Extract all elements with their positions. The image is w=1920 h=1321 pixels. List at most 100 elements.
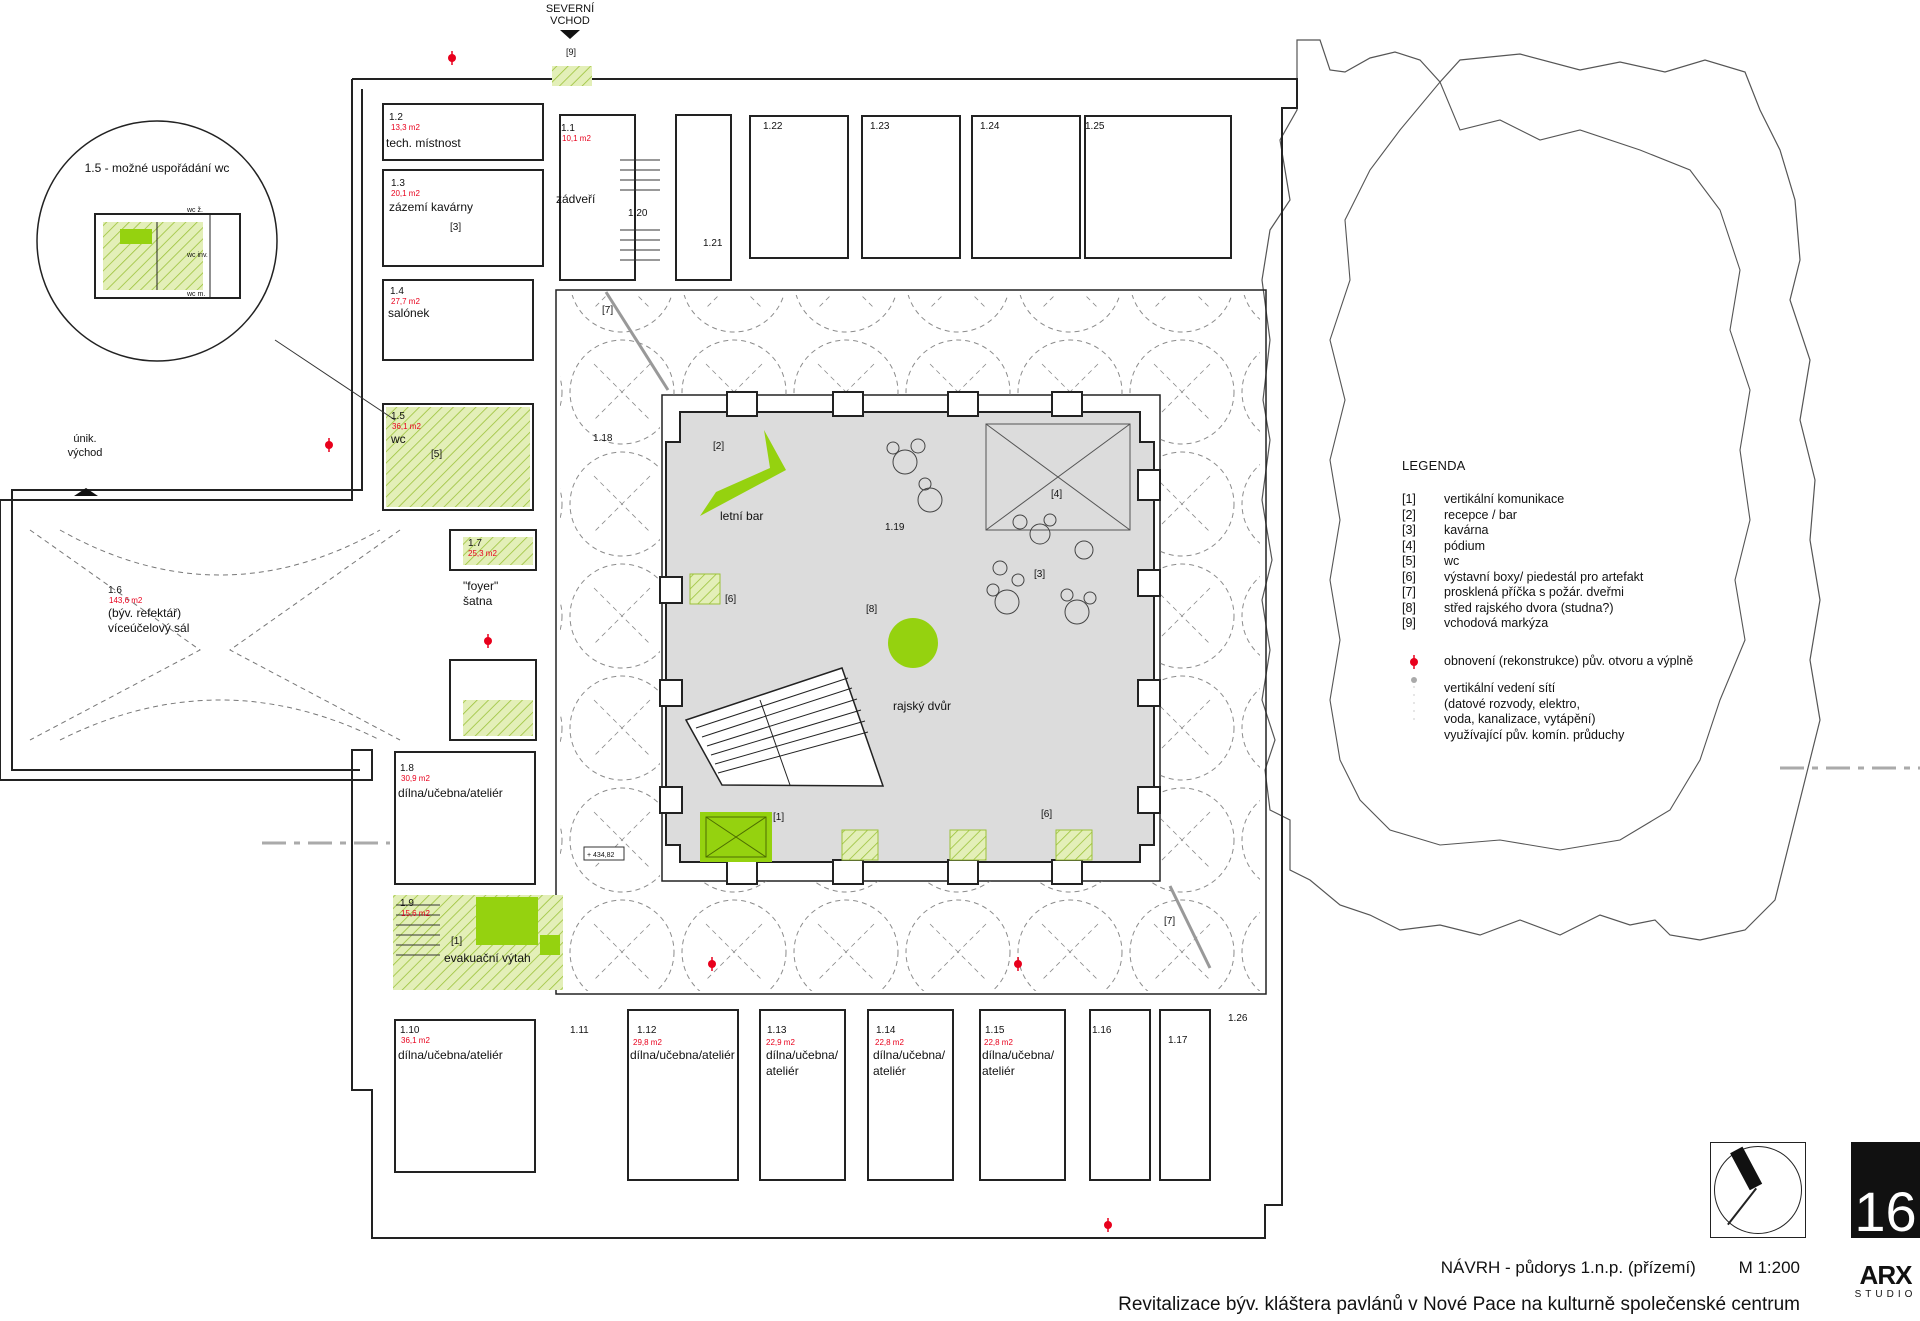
- courtyard-center-well: [888, 618, 938, 668]
- summer-bar: [700, 430, 786, 516]
- exit-arrow: [74, 488, 98, 496]
- room-1-7-name1: "foyer": [463, 579, 498, 593]
- legend-key: [2]: [1402, 507, 1416, 522]
- room-1-6-name1: (býv. refektář): [108, 606, 181, 620]
- legend-text: recepce / bar: [1444, 507, 1517, 522]
- room-1-3-num: 1.3: [391, 178, 405, 189]
- logo-line2: STUDIO: [1854, 1289, 1917, 1300]
- drawing-title-text: NÁVRH - půdorys 1.n.p. (přízemí): [1440, 1258, 1696, 1277]
- room-1-19-num: 1.19: [885, 522, 905, 533]
- room-1-3-ref: [3]: [450, 222, 461, 233]
- room-1-23-num: 1.23: [870, 121, 890, 132]
- legend-text: vertikální komunikace: [1444, 492, 1565, 506]
- room-1-8-name: dílna/učebna/ateliér: [398, 786, 503, 800]
- project-title: Revitalizace býv. kláštera pavlánů v Nov…: [1118, 1294, 1800, 1315]
- room-1-2-num: 1.2: [389, 112, 403, 123]
- lift-ref: [1]: [773, 812, 784, 823]
- legend-vertical-line3: voda, kanalizace, vytápění): [1444, 712, 1596, 726]
- legend-item: [7]prosklená příčka s požár. dveřmi: [1402, 585, 1862, 601]
- room-1-6-area: 143,6 m2: [109, 596, 143, 605]
- restore-marker-5: [1014, 957, 1022, 971]
- room-1-8-area: 30,9 m2: [401, 774, 430, 783]
- emergency-exit-line1: únik.: [73, 433, 97, 445]
- room-1-12-area: 29,8 m2: [633, 1038, 662, 1047]
- legend-restore: obnovení (rekonstrukce) pův. otvoru a vý…: [1402, 654, 1862, 670]
- legend-text: pódium: [1444, 538, 1485, 553]
- room-1-4-area: 27,7 m2: [391, 297, 420, 306]
- room-1-18-num: 1.18: [593, 433, 613, 444]
- legend: LEGENDA [1] vertikální komunikace [2] rece…: [1402, 458, 1862, 743]
- restore-marker-2: [325, 438, 333, 452]
- room-1-4-num: 1.4: [390, 286, 404, 297]
- room-1-1-area: 10,1 m2: [562, 134, 591, 143]
- emergency-exit-line2: východ: [67, 447, 103, 459]
- room-1-5-num: 1.5: [391, 411, 405, 422]
- legend-text: výstavní boxy/ piedestál pro artefakt: [1444, 569, 1644, 584]
- restore-marker-6: [1104, 1218, 1112, 1232]
- room-1-13-name2: ateliér: [766, 1064, 799, 1078]
- foyer-hatch-2: [463, 700, 533, 736]
- inset-wc-z: wc ž.: [186, 207, 203, 214]
- glass-ref-1: [7]: [602, 305, 613, 316]
- legend-restore-text: obnovení (rekonstrukce) pův. otvoru a vý…: [1444, 653, 1694, 668]
- legend-item: [2] recepce / bar: [1402, 508, 1862, 524]
- north-compass-icon: [1710, 1142, 1806, 1238]
- room-1-21-num: 1.21: [703, 238, 723, 249]
- elevation-box: [583, 846, 625, 861]
- foyer-hatch: [463, 537, 533, 565]
- drawing-scale: M 1:200: [1738, 1258, 1800, 1277]
- legend-item: [4]pódium: [1402, 539, 1862, 555]
- room-1-4-name: salónek: [388, 306, 430, 320]
- entrance-canopy-hatch: [552, 66, 592, 86]
- boxes-ref-2: [6]: [1041, 809, 1052, 820]
- room-1-17-num: 1.17: [1168, 1035, 1188, 1046]
- room-1-9-area: 15,6 m2: [401, 909, 430, 918]
- legend-key: [3]: [1402, 523, 1416, 537]
- exhibition-boxes: [689, 573, 1093, 861]
- arx-studio-logo: ARX STUDIO: [1851, 1262, 1920, 1302]
- legend-key: [5]: [1402, 554, 1416, 568]
- podium-ref: [4]: [1051, 489, 1062, 500]
- room-1-2-area: 13,3 m2: [391, 123, 420, 132]
- stairs-west: [396, 904, 440, 956]
- room-1-26-num: 1.26: [1228, 1013, 1248, 1024]
- legend-text: střed rajského dvora (studna?): [1444, 600, 1614, 615]
- room-1-3-area: 20,1 m2: [391, 189, 420, 198]
- legend-item: [5]wc: [1402, 554, 1862, 570]
- room-1-12-name: dílna/učebna/ateliér: [630, 1048, 735, 1062]
- room-1-11-num: 1.11: [570, 1025, 589, 1036]
- legend-text: kavárna: [1444, 523, 1489, 537]
- refectory-vault: [29, 529, 401, 741]
- room-1-15-name2: ateliér: [982, 1064, 1015, 1078]
- summer-bar-label: letní bar: [720, 509, 763, 523]
- legend-key: [9]: [1402, 616, 1416, 630]
- room-1-6-name2: víceúčelový sál: [108, 621, 189, 635]
- compass-circle: [1714, 1146, 1802, 1234]
- room-1-7-name2: šatna: [463, 594, 493, 608]
- cafe-ref: [3]: [1034, 569, 1045, 580]
- courtyard-lift: [700, 812, 772, 862]
- elevation-label: + 434,82: [587, 852, 615, 859]
- north-entrance-ref: [9]: [566, 47, 576, 57]
- legend-title: LEGENDA: [1402, 458, 1466, 473]
- room-1-14-num: 1.14: [876, 1025, 896, 1036]
- room-1-5-ref: [5]: [431, 449, 442, 460]
- podium: [985, 423, 1131, 531]
- room-1-10-area: 36,1 m2: [401, 1036, 430, 1045]
- courtyard-piers: [659, 391, 1161, 885]
- north-entrance-arrow-icon: [560, 30, 580, 39]
- legend-vertical-line2: (datové rozvody, elektro,: [1444, 696, 1580, 711]
- legend-key: [1]: [1402, 492, 1416, 506]
- room-1-7-num: 1.7: [468, 538, 482, 549]
- north-entrance: SEVERNÍ VCHOD: [530, 3, 610, 39]
- legend-item: [9]vchodová markýza: [1402, 616, 1862, 632]
- inset-wc-layout: [36, 120, 396, 421]
- room-1-22-num: 1.22: [763, 121, 783, 132]
- sheet-number: 16: [1851, 1142, 1920, 1238]
- cafe-tables: [886, 438, 1097, 625]
- room-1-3-name: zázemí kavárny: [389, 200, 473, 214]
- lift-green-small: [540, 935, 560, 955]
- room-1-5-name: wc: [390, 432, 406, 446]
- church-outline: [1261, 39, 1821, 941]
